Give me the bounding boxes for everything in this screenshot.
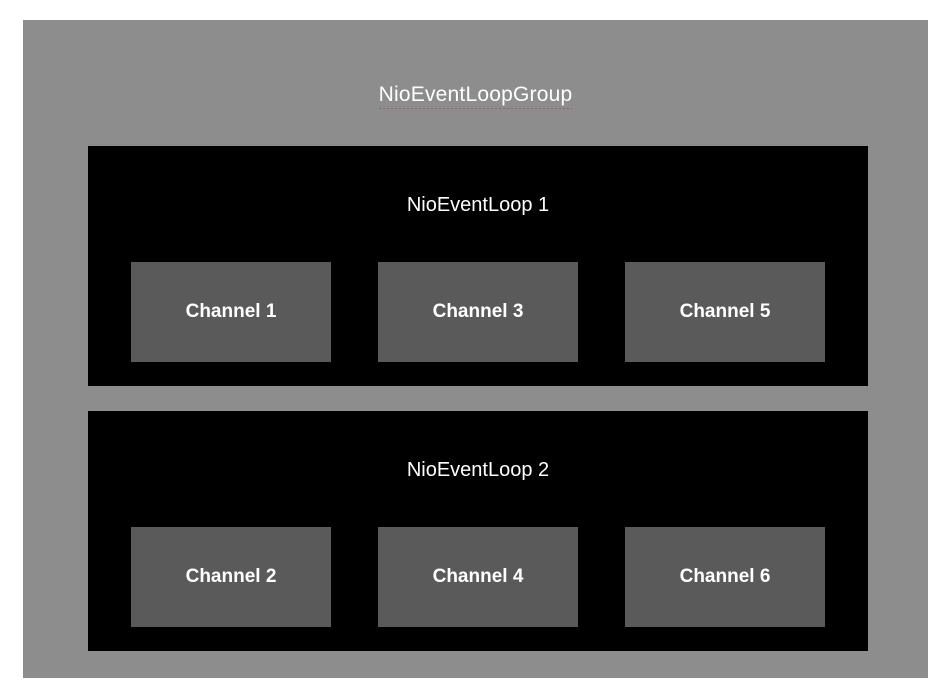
channel-box: Channel 3 [378, 262, 578, 362]
channel-box: Channel 2 [131, 527, 331, 627]
event-loop-title-2: NioEventLoop 2 [406, 459, 550, 481]
nio-event-loop-group-container: NioEventLoopGroup NioEventLoop 1 Channel… [23, 20, 928, 678]
channel-label: Channel 3 [432, 301, 524, 322]
group-title-text: NioEventLoopGroup [378, 83, 573, 109]
channel-label: Channel 1 [185, 301, 277, 322]
channel-label: Channel 2 [185, 566, 277, 587]
channel-box: Channel 4 [378, 527, 578, 627]
channel-box: Channel 6 [625, 527, 825, 627]
channel-label: Channel 4 [432, 566, 524, 587]
channel-row-1: Channel 1 Channel 3 Channel 5 [131, 262, 825, 362]
channel-box: Channel 5 [625, 262, 825, 362]
event-loop-panel-2: NioEventLoop 2 Channel 2 Channel 4 Chann… [88, 411, 868, 651]
group-title: NioEventLoopGroup [23, 82, 928, 109]
event-loop-title-1: NioEventLoop 1 [406, 194, 550, 216]
channel-label: Channel 5 [679, 301, 771, 322]
event-loop-panel-1: NioEventLoop 1 Channel 1 Channel 3 Chann… [88, 146, 868, 386]
channel-label: Channel 6 [679, 566, 771, 587]
channel-box: Channel 1 [131, 262, 331, 362]
channel-row-2: Channel 2 Channel 4 Channel 6 [131, 527, 825, 627]
